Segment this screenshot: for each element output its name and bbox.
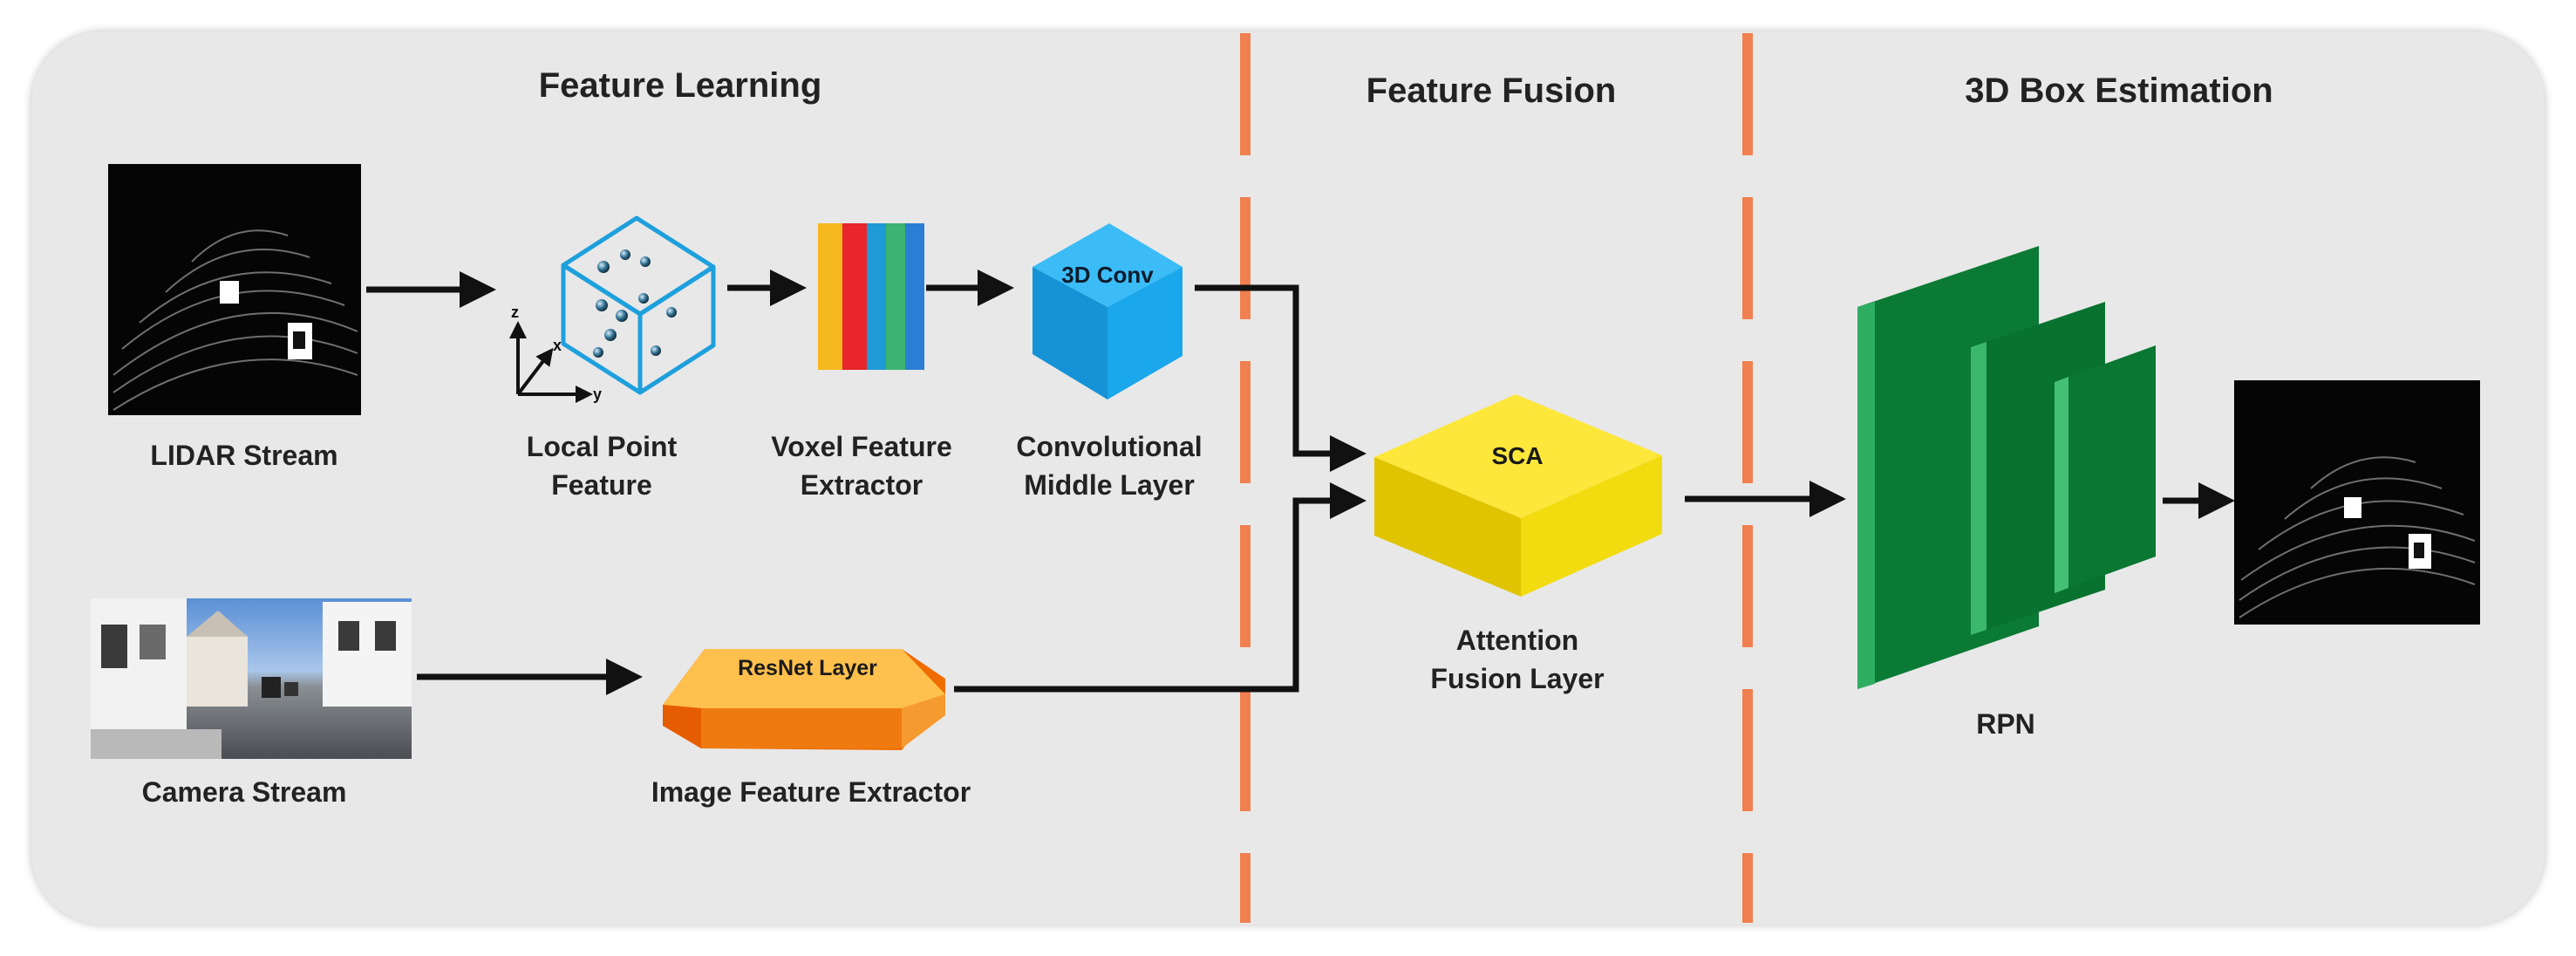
- axis-y-label: y: [593, 386, 602, 403]
- axis-z-label: z: [511, 304, 519, 321]
- voxel-label-line2: Extractor: [800, 469, 923, 501]
- rpn-blocks-icon: [1857, 246, 2156, 689]
- conv-middle-label-line1: Convolutional: [1016, 431, 1203, 462]
- camera-image: [91, 598, 412, 759]
- conv-cube-text: 3D Conv: [1061, 262, 1154, 288]
- conv-middle-label-line2: Middle Layer: [1024, 469, 1195, 501]
- local-point-label-line1: Local Point: [526, 431, 678, 462]
- lidar-image: [108, 164, 361, 415]
- conv-cube-icon: [1032, 223, 1182, 399]
- section-title-feature-fusion: Feature Fusion: [1366, 72, 1617, 110]
- attention-label-line1: Attention: [1455, 625, 1579, 656]
- image-extractor-label: Image Feature Extractor: [651, 776, 971, 808]
- local-point-label-line2: Feature: [551, 469, 652, 501]
- section-title-feature-learning: Feature Learning: [538, 66, 822, 105]
- arrow-conv-to-sca: [1195, 284, 1366, 472]
- resnet-block-text: ResNet Layer: [738, 656, 877, 680]
- section-title-box-estimation: 3D Box Estimation: [1965, 72, 2273, 110]
- lidar-stream-label: LIDAR Stream: [150, 440, 338, 471]
- sca-block-icon: [1374, 394, 1662, 597]
- output-lidar-image: [2234, 380, 2480, 625]
- local-point-cube-icon: [561, 215, 716, 395]
- sca-block-text: SCA: [1491, 442, 1543, 469]
- arrows: [366, 270, 2235, 695]
- attention-label-line2: Fusion Layer: [1430, 663, 1605, 694]
- axes-icon: [509, 321, 593, 403]
- rpn-label: RPN: [1976, 708, 2035, 740]
- arrow-resnet-to-sca: [954, 482, 1366, 693]
- axis-x-label: x: [553, 337, 562, 354]
- voxel-label-line1: Voxel Feature: [771, 431, 952, 462]
- point-cloud-dots: [593, 249, 677, 358]
- resnet-block-icon: [663, 649, 945, 750]
- voxel-stripes-icon: [818, 223, 924, 370]
- camera-stream-label: Camera Stream: [141, 776, 347, 808]
